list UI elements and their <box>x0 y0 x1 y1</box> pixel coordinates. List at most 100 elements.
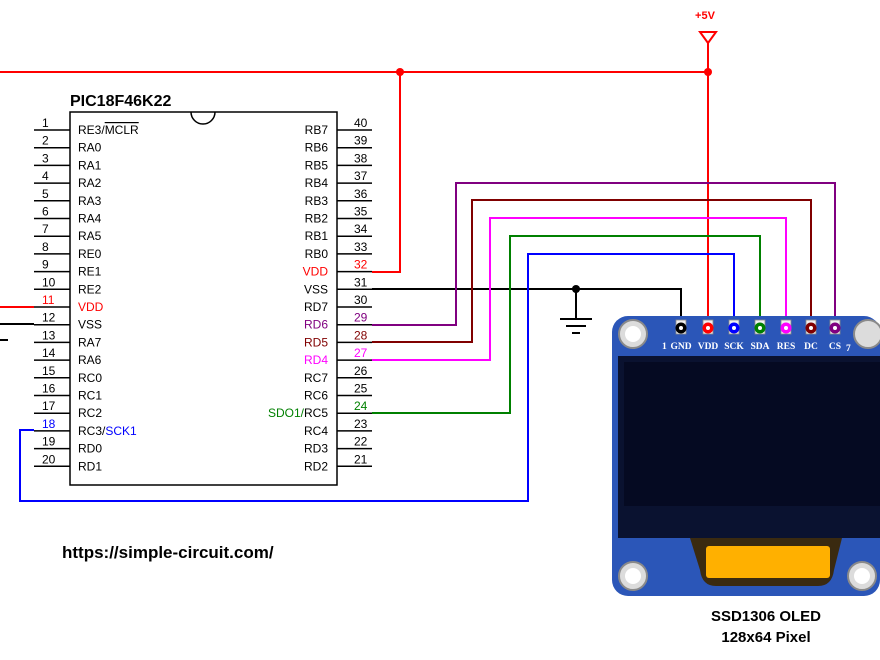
pin-label-right: RB4 <box>305 176 329 190</box>
pin-label-right: RC6 <box>304 389 328 403</box>
pin-label-right: VSS <box>304 282 328 296</box>
pin-number-left: 9 <box>42 258 49 272</box>
header-node-dc-hole <box>809 326 813 330</box>
wires-layer: +5V <box>0 10 836 502</box>
pin-number-right: 21 <box>354 452 368 466</box>
header-pin-last-number: 7 <box>846 344 851 354</box>
pin-label-left: VSS <box>78 318 102 332</box>
pin-label-left: RA6 <box>78 353 102 367</box>
pin-label-right: VDD <box>303 265 329 279</box>
header-label-dc: DC <box>804 342 818 352</box>
junction-dot <box>572 285 580 293</box>
mount-hole-center <box>625 326 641 342</box>
pin-label-right: RB2 <box>305 212 329 226</box>
header-node-sda-hole <box>758 326 762 330</box>
chip-name: PIC18F46K22 <box>70 93 171 110</box>
oled-caption-line2: 128x64 Pixel <box>721 629 810 646</box>
pin-number-right: 22 <box>354 435 368 449</box>
pin-number-right: 32 <box>354 258 368 272</box>
chip-body <box>69 111 338 486</box>
pin-number-left: 11 <box>42 293 55 307</box>
junction-dot <box>396 68 404 76</box>
pin-number-left: 16 <box>42 382 56 396</box>
pin-label-right: RC7 <box>304 371 328 385</box>
pin-label-left: RA5 <box>78 229 102 243</box>
header-node-sck-hole <box>732 326 736 330</box>
header-node-gnd-hole <box>679 326 683 330</box>
pin-number-right: 23 <box>354 417 368 431</box>
pin-label-right: RB1 <box>305 229 329 243</box>
pin-label-left: RE3/MCLR <box>78 123 139 137</box>
header-label-res: RES <box>777 342 795 352</box>
pin-label-right: RD3 <box>304 442 328 456</box>
wire-cs <box>372 182 836 326</box>
pin-number-left: 3 <box>42 151 49 165</box>
ribbon-connector <box>706 546 830 578</box>
power-arrow-icon <box>698 31 718 45</box>
pin-label-left: RA1 <box>78 158 102 172</box>
pin-label-left: RA4 <box>78 212 102 226</box>
pin-label-left: RC1 <box>78 389 102 403</box>
pin-label-right: RC4 <box>304 424 328 438</box>
pin-number-right: 29 <box>354 311 368 325</box>
wire-gnd <box>372 288 682 326</box>
pin-label-right: RD6 <box>304 318 328 332</box>
pin-label-right: RB0 <box>305 247 329 261</box>
pin-label-right: RD7 <box>304 300 328 314</box>
header-pin-first-number: 1 <box>662 342 667 352</box>
header-node-cs-hole <box>833 326 837 330</box>
pin-number-left: 5 <box>42 187 49 201</box>
pin-number-left: 18 <box>42 417 56 431</box>
pin-number-right: 37 <box>354 169 368 183</box>
wire-res <box>372 217 787 361</box>
pin-label-left: RD0 <box>78 442 102 456</box>
pin-number-left: 20 <box>42 452 56 466</box>
pin-label-right: RB5 <box>305 158 329 172</box>
pin-label-right: RD4 <box>304 353 328 367</box>
pin-number-left: 19 <box>42 435 56 449</box>
pin-label-left: RC2 <box>78 406 102 420</box>
microcontroller: PIC18F46K22 <box>69 93 338 486</box>
pin-label-left: RE2 <box>78 282 102 296</box>
pin-number-right: 30 <box>354 293 368 307</box>
pin-label-left: RA0 <box>78 141 102 155</box>
pin-number-right: 38 <box>354 151 368 165</box>
wire-sda <box>372 235 761 414</box>
supply-label: +5V <box>695 10 716 22</box>
pin-number-right: 26 <box>354 364 368 378</box>
pin-label-left: RC0 <box>78 371 102 385</box>
pin-number-left: 10 <box>42 275 56 289</box>
pin-number-left: 14 <box>42 346 56 360</box>
pin-number-right: 34 <box>354 222 368 236</box>
pin-number-right: 40 <box>354 116 368 130</box>
chip-notch <box>190 111 216 125</box>
pin-label-right: RB7 <box>305 123 329 137</box>
header-node-vdd-hole <box>706 326 710 330</box>
pin-label-right: RD5 <box>304 335 328 349</box>
wire-sck <box>19 253 735 502</box>
pin-number-right: 28 <box>354 328 368 342</box>
wire-dc <box>372 199 812 343</box>
pin-number-left: 17 <box>42 399 56 413</box>
pin-number-left: 6 <box>42 205 49 219</box>
mount-hole-center <box>854 568 870 584</box>
pin-number-left: 15 <box>42 364 56 378</box>
header-node-res-hole <box>784 326 788 330</box>
oled-caption-line1: SSD1306 OLED <box>711 608 821 625</box>
pin-number-left: 4 <box>42 169 49 183</box>
pin-number-right: 35 <box>354 205 368 219</box>
pin-number-right: 27 <box>354 346 368 360</box>
header-label-vdd: VDD <box>698 342 719 352</box>
pin-number-right: 36 <box>354 187 368 201</box>
pin-number-left: 2 <box>42 134 49 148</box>
header-label-gnd: GND <box>670 342 691 352</box>
pin-number-right: 39 <box>354 134 368 148</box>
website-url: https://simple-circuit.com/ <box>62 543 274 562</box>
pin-label-left: RE1 <box>78 265 102 279</box>
pin-number-left: 8 <box>42 240 49 254</box>
pin-number-right: 25 <box>354 382 368 396</box>
pin-label-left: RA2 <box>78 176 102 190</box>
